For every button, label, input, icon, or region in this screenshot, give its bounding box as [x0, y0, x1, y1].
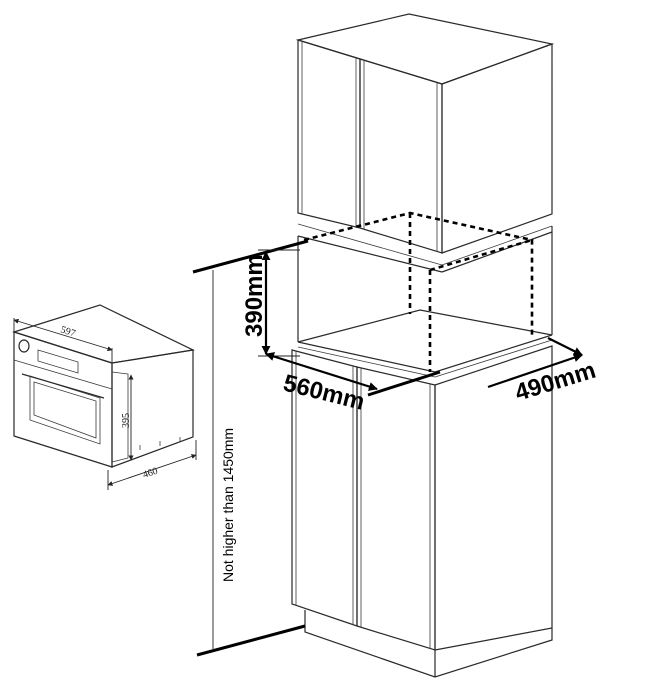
oven-depth-label: 460 [142, 466, 160, 481]
oven-height-label: 395 [121, 413, 132, 428]
tall-cabinet [291, 13, 555, 678]
max-height-label: Not higher than 1450mm [220, 428, 236, 582]
oven-width-label: 597 [59, 324, 77, 339]
niche-width-dimension [265, 352, 441, 397]
oven-niche [297, 211, 553, 378]
height-guide [192, 239, 309, 657]
niche-height-label: 390mm [241, 254, 268, 337]
niche-width-label: 560mm [281, 370, 368, 416]
upper-cabinet [295, 13, 555, 266]
niche-depth-dimension [487, 337, 583, 389]
oven-illustration [12, 304, 197, 490]
